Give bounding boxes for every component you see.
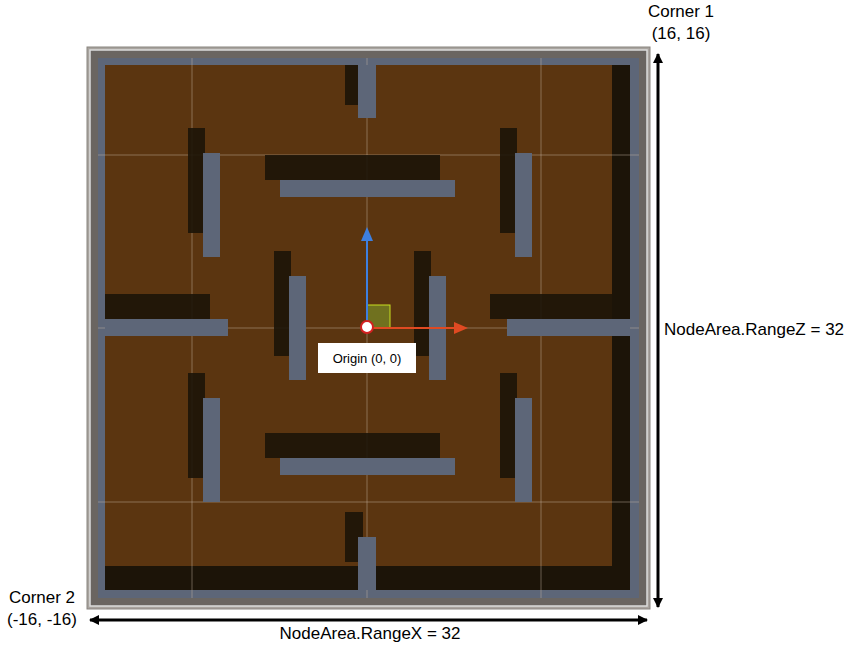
grid-lines: [98, 58, 639, 598]
coordinate-label: (-16, -16): [7, 610, 77, 630]
corner-label: Corner 2: [9, 588, 75, 608]
coordinate-label: (16, 16): [652, 24, 711, 44]
wall-border: [90, 50, 647, 606]
dimension-arrow: [657, 54, 660, 607]
corner-label: Corner 1: [648, 2, 714, 22]
dimension-label: NodeArea.RangeZ = 32: [664, 320, 844, 340]
dimension-label: NodeArea.RangeX = 32: [280, 624, 461, 644]
dimension-arrow: [90, 619, 647, 622]
origin-callout-box: Origin (0, 0): [318, 343, 416, 373]
transform-gizmo: [361, 240, 455, 333]
outer-wall: [98, 58, 639, 598]
wall-shadows: [105, 65, 612, 562]
inner-walls: [105, 65, 630, 590]
callout-text: Origin (0, 0): [333, 351, 402, 366]
outer-frame: [87, 47, 650, 609]
